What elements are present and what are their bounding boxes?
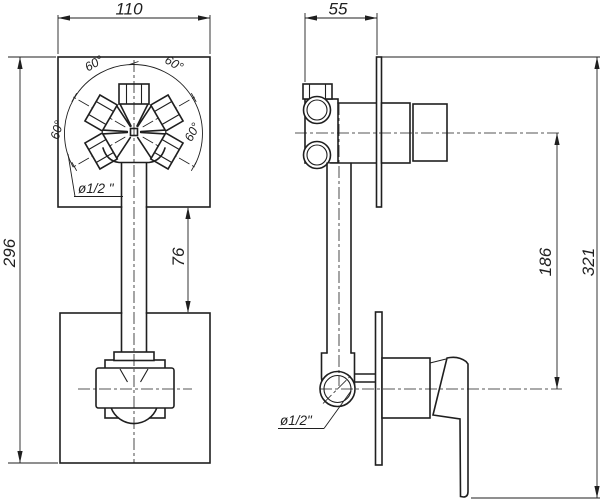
hex-fitting-upper-left: [83, 93, 119, 133]
side-view: [295, 56, 562, 498]
angle-label-top-left: 60°: [82, 53, 105, 75]
dim-321-lines: [382, 56, 600, 499]
star-arms: [102, 103, 166, 159]
inlet-wall-stubs: [354, 373, 377, 383]
hex-fitting-lower-right: [149, 131, 185, 171]
inlet-funnel-lines: [119, 368, 149, 383]
inlet-diagonal-centerline: [322, 374, 353, 404]
side-mixer-body: [381, 357, 431, 419]
front-thread-callout: ø1/2 ": [67, 153, 123, 197]
front-thread-label: ø1/2 ": [78, 181, 115, 196]
dim-total-height-label: 321: [579, 248, 598, 276]
side-port-lower-inner: [306, 144, 328, 166]
lever-handle: [432, 356, 469, 498]
dim-height-label: 296: [0, 238, 19, 268]
dim-width-label: 110: [115, 0, 143, 19]
five-way-valve-star: [64, 61, 203, 172]
dim-55-lines: [304, 13, 378, 82]
front-mixer-body: [78, 351, 192, 425]
star-bottom-cap: [102, 147, 166, 164]
angle-label-right: 60°: [182, 120, 203, 143]
side-thread-callout: ø1/2": [278, 390, 352, 429]
angle-label-left: 60°: [48, 119, 66, 141]
angle-dimension-arc: [64, 64, 203, 168]
handle-crease-line: [429, 358, 447, 364]
front-view: [57, 56, 211, 464]
hex-fitting-lower-left: [83, 131, 119, 171]
side-wall-plate-bottom: [374, 311, 383, 466]
wall-pass-lines: [329, 102, 378, 164]
dim-depth-label: 55: [329, 0, 348, 19]
mixer-wide-body: [95, 367, 175, 409]
dim-110-lines: [57, 15, 211, 54]
dim-center-height-label: 186: [536, 247, 555, 276]
dim-296-lines: [8, 56, 58, 464]
side-port-upper-inner: [306, 99, 328, 121]
dim-gap-label: 76: [169, 247, 188, 266]
angle-label-top-right: 60°: [162, 53, 185, 75]
diverter-knob: [412, 103, 448, 162]
side-thread-label: ø1/2": [280, 413, 313, 428]
hex-fitting-upper-right: [149, 93, 185, 133]
